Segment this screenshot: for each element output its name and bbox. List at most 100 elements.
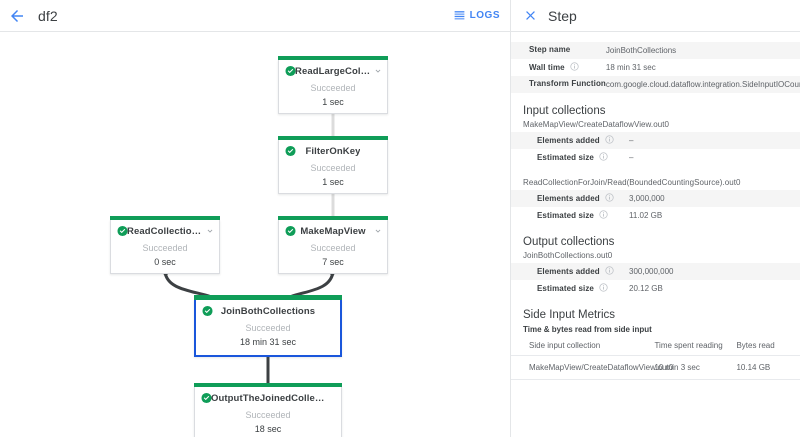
table-row: MakeMapView/CreateDataflowView.out0 10 m… (511, 355, 800, 380)
table-row: Elements added 300,000,000 (511, 263, 800, 280)
step-properties-table: Step name JoinBothCollections Wall time … (511, 42, 800, 93)
table-row: Transform Function com.google.cloud.data… (511, 76, 800, 93)
column-header-time-spent-reading: Time spent reading (654, 337, 737, 356)
check-circle-icon (285, 225, 296, 237)
property-label: Wall time (511, 59, 606, 76)
info-icon[interactable] (599, 283, 608, 292)
input-collections-heading: Input collections (523, 105, 606, 117)
metric-value: – (629, 136, 634, 145)
node-status-accent (278, 216, 388, 220)
table-row: Estimated size – (511, 149, 800, 166)
node-status: Succeeded (310, 243, 356, 253)
info-icon[interactable] (605, 135, 614, 144)
cell-time-spent-reading: 10 min 3 sec (654, 355, 737, 380)
property-label: Step name (529, 45, 571, 54)
node-status-accent (278, 56, 388, 60)
chevron-down-icon[interactable] (205, 226, 215, 236)
property-label: Transform Function (529, 79, 606, 88)
node-status-accent (110, 216, 220, 220)
chevron-down-icon[interactable] (373, 226, 383, 236)
output-collection-0-table: Elements added 300,000,000 Estimated siz… (511, 263, 800, 297)
node-status: Succeeded (142, 243, 188, 253)
step-details-panel: Step Step name JoinBothCollections Wall … (510, 0, 800, 437)
metric-value: 11.02 GB (629, 211, 663, 220)
property-value: 18 min 31 sec (605, 63, 656, 72)
graph-edges (160, 112, 340, 392)
column-header-bytes-read: Bytes read (736, 337, 800, 356)
table-row: Elements added – (511, 132, 800, 149)
panel-header: Step (511, 0, 800, 32)
metric-label: Estimated size (511, 149, 629, 166)
node-time: 18 sec (254, 424, 282, 434)
side-input-metrics-table: Side input collection Time spent reading… (511, 337, 800, 380)
node-header: JoinBothCollections (196, 300, 340, 322)
close-icon[interactable] (523, 8, 538, 23)
collection-name: MakeMapView/CreateDataflowView.out0 (523, 120, 669, 129)
side-input-metrics-subheading: Time & bytes read from side input (523, 325, 652, 334)
node-time: 0 sec (154, 257, 176, 267)
node-status-accent (278, 136, 388, 140)
node-header: FilterOnKey (279, 140, 387, 162)
arrow-left-icon (11, 9, 23, 22)
top-bar: df2 LOGS (0, 0, 510, 32)
logs-label: LOGS (469, 10, 500, 21)
panel-title: Step (548, 7, 577, 24)
info-icon[interactable] (599, 210, 608, 219)
node-title: JoinBothCollections (220, 305, 316, 317)
metric-value: 20.12 GB (629, 284, 663, 293)
input-collection-1-table: Elements added 3,000,000 Estimated size (511, 190, 800, 224)
node-header: MakeMapView (279, 220, 387, 242)
input-collection-0-table: Elements added – Estimated size (511, 132, 800, 166)
graph-node-read-collection-for-join[interactable]: ReadCollectionForJoin Succeeded 0 sec (110, 216, 220, 274)
job-title: df2 (38, 7, 58, 24)
logs-list-icon (454, 11, 465, 20)
chevron-down-icon[interactable] (373, 66, 383, 76)
node-title: MakeMapView (300, 225, 366, 237)
graph-node-read-large-collection[interactable]: ReadLargeCollectionFr… Succeeded 1 sec (278, 56, 388, 114)
node-status: Succeeded (245, 410, 291, 420)
table-row: Wall time 18 min 31 sec (511, 59, 800, 76)
logs-button[interactable]: LOGS (453, 9, 500, 22)
metric-value: 3,000,000 (629, 194, 665, 203)
back-button[interactable] (0, 0, 34, 32)
cell-bytes-read: 10.14 GB (736, 355, 800, 380)
node-time: 7 sec (322, 257, 344, 267)
property-value: com.google.cloud.dataflow.integration.Si… (605, 80, 800, 89)
job-graph-canvas[interactable]: ReadLargeCollectionFr… Succeeded 1 sec F… (0, 32, 510, 437)
node-status-accent (194, 295, 342, 300)
node-time: 1 sec (322, 177, 344, 187)
metric-label: Estimated size (511, 280, 629, 297)
cell-side-input-collection: MakeMapView/CreateDataflowView.out0 (511, 355, 673, 380)
info-icon[interactable] (570, 62, 579, 71)
panel-body: Step name JoinBothCollections Wall time … (511, 32, 800, 380)
check-circle-icon (201, 392, 212, 404)
node-header: ReadLargeCollectionFr… (279, 60, 387, 82)
metric-label: Elements added (511, 132, 629, 149)
info-icon[interactable] (605, 193, 614, 202)
graph-node-output-the-joined-collection[interactable]: OutputTheJoinedCollec… Succeeded 18 sec (194, 383, 342, 437)
collection-name: ReadCollectionForJoin/Read(BoundedCounti… (523, 178, 741, 187)
graph-node-filter-on-key[interactable]: FilterOnKey Succeeded 1 sec (278, 136, 388, 194)
table-row: Estimated size 11.02 GB (511, 207, 800, 224)
node-status: Succeeded (245, 323, 291, 333)
side-input-metrics-heading: Side Input Metrics (523, 309, 616, 321)
table-row: Elements added 3,000,000 (511, 190, 800, 207)
metric-label: Elements added (511, 190, 629, 207)
node-time: 18 min 31 sec (239, 337, 297, 347)
metric-label: Elements added (511, 263, 629, 280)
info-icon[interactable] (599, 152, 608, 161)
collection-name: JoinBothCollections.out0 (523, 251, 613, 260)
graph-node-join-both-collections[interactable]: JoinBothCollections Succeeded 18 min 31 … (194, 295, 342, 357)
metric-value: – (629, 153, 634, 162)
node-title: ReadLargeCollectionFr… (295, 65, 371, 77)
graph-node-make-map-view[interactable]: MakeMapView Succeeded 7 sec (278, 216, 388, 274)
check-circle-icon (285, 65, 296, 77)
check-circle-icon (202, 305, 213, 317)
output-collections-heading: Output collections (523, 236, 615, 248)
table-row: Estimated size 20.12 GB (511, 280, 800, 297)
node-status-accent (194, 383, 342, 387)
metric-label: Estimated size (511, 207, 629, 224)
info-icon[interactable] (605, 266, 614, 275)
node-title: FilterOnKey (305, 145, 361, 157)
check-circle-icon (285, 145, 296, 157)
